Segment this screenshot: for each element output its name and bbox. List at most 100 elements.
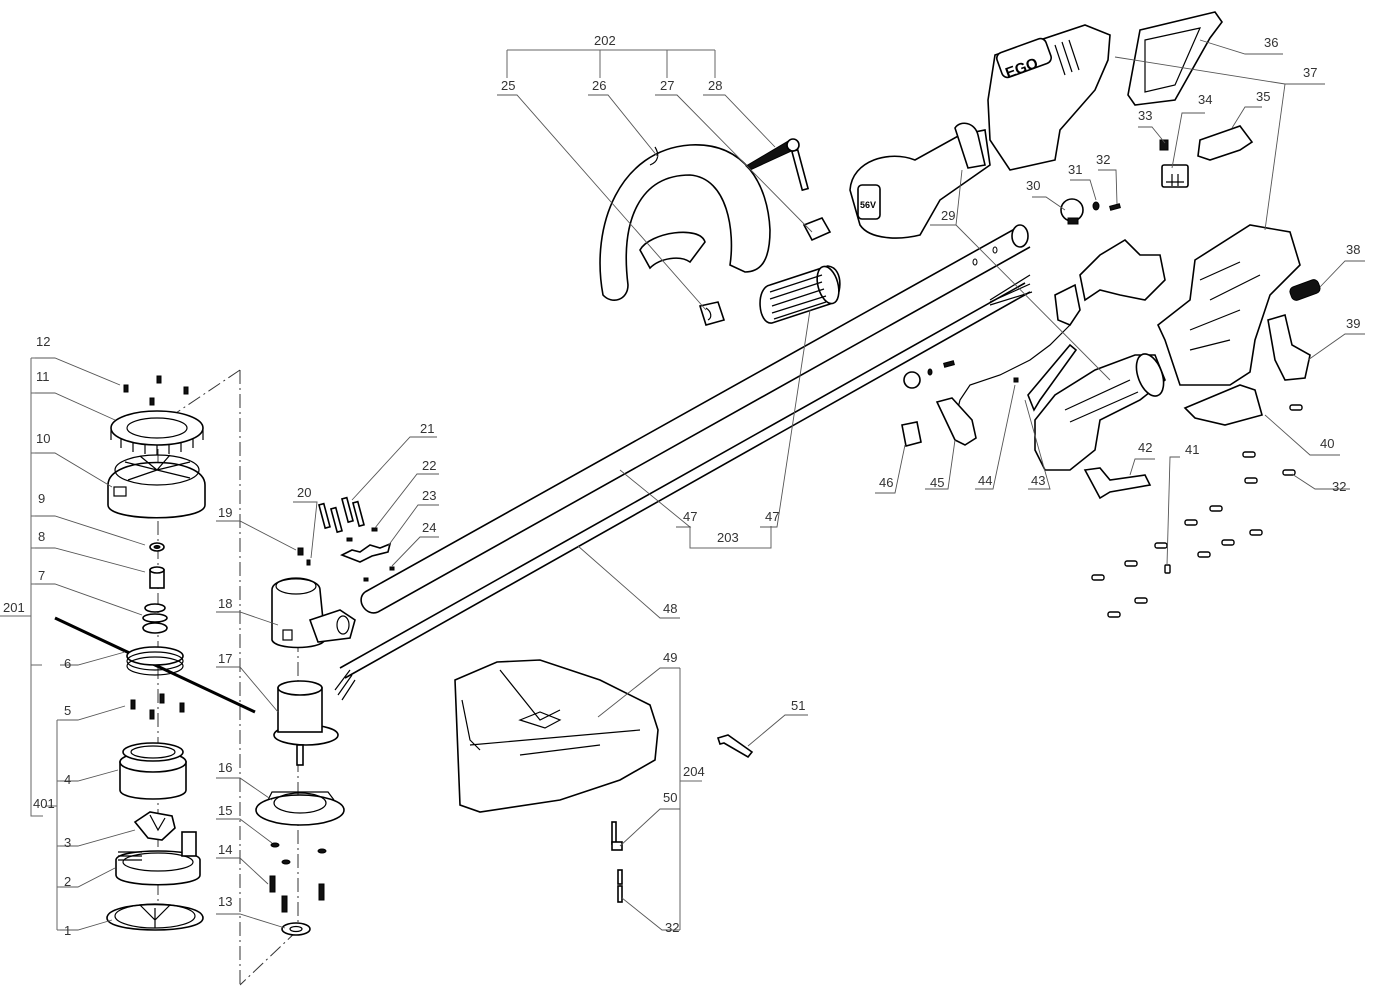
leader-lines xyxy=(0,39,1365,931)
callout-32-bottom: 32 xyxy=(665,920,679,935)
part-12-screws xyxy=(123,375,189,406)
part-34-terminal xyxy=(1161,164,1189,188)
callout-36: 36 xyxy=(1264,35,1278,50)
callout-25: 25 xyxy=(501,78,515,93)
callout-4: 4 xyxy=(64,772,71,787)
callout-51: 50 xyxy=(663,790,677,805)
callout-7: 7 xyxy=(38,568,45,583)
callout-5: 5 xyxy=(64,703,71,718)
callout-11: 11 xyxy=(36,369,50,384)
part-43-switch-trigger xyxy=(1027,343,1078,412)
part-2-cover xyxy=(115,831,201,886)
part-27-block xyxy=(802,217,832,242)
callout-1: 1 xyxy=(64,923,71,938)
callout-46: 46 xyxy=(879,475,893,490)
part-51-clip xyxy=(611,821,623,851)
switch-assembly xyxy=(954,238,1166,421)
assembly-201: 201 xyxy=(3,600,25,615)
callout-41: 41 xyxy=(1185,442,1199,457)
callout-27: 27 xyxy=(660,78,674,93)
callout-28: 28 xyxy=(708,78,722,93)
part-17-motor xyxy=(273,669,356,766)
part-20-pin xyxy=(306,559,311,566)
callout-50: 49 xyxy=(663,650,677,665)
part-30-clamp xyxy=(1060,198,1084,225)
part-25-clip xyxy=(698,301,726,326)
part-4-spool xyxy=(119,742,187,800)
callout-29: 29 xyxy=(941,208,955,223)
part-18-gear-housing xyxy=(271,577,356,649)
callout-47: 47 xyxy=(765,509,779,524)
battery-housing-top: EGO xyxy=(987,24,1111,171)
part-48-upper-shaft xyxy=(360,224,1031,614)
callout-24: 24 xyxy=(422,520,436,535)
callout-3: 3 xyxy=(64,835,71,850)
part-8-bushing xyxy=(149,566,165,589)
callout-14: 14 xyxy=(218,842,232,857)
callout-37: 37 xyxy=(1303,65,1317,80)
handle-badge-text: 56V xyxy=(860,200,876,210)
callout-38: 38 xyxy=(1346,242,1360,257)
callout-6: 6 xyxy=(64,656,71,671)
callout-8: 8 xyxy=(38,529,45,544)
part-28-knob-bolt xyxy=(745,138,810,192)
callout-9: 9 xyxy=(38,491,45,506)
part-39-trigger xyxy=(1267,313,1311,381)
assembly-204: 204 xyxy=(683,764,705,779)
part-49-lower-shaft-wire xyxy=(339,274,1033,679)
assembly-401: 401 xyxy=(33,796,55,811)
part-52-hex-key xyxy=(716,734,754,759)
callout-35: 35 xyxy=(1256,89,1270,104)
part-11-cover-ring xyxy=(110,410,204,455)
part-45-connector xyxy=(935,397,977,446)
assembly-203: 203 xyxy=(717,530,739,545)
part-3-eyelet-insert xyxy=(133,811,176,841)
callout-48: 47 xyxy=(683,509,697,524)
callout-33: 33 xyxy=(1138,108,1152,123)
part-44-pin xyxy=(1013,377,1019,383)
part-26-bail-handle xyxy=(599,144,771,301)
part-32-screw-a xyxy=(1109,203,1121,211)
callout-26: 26 xyxy=(592,78,606,93)
callout-42: 42 xyxy=(1138,440,1152,455)
callout-13: 13 xyxy=(218,894,232,909)
callout-31: 31 xyxy=(1068,162,1082,177)
small-clamp-left xyxy=(903,360,955,389)
part-35-cover xyxy=(1197,125,1254,161)
part-5-screws xyxy=(130,693,185,720)
part-47-foam-grip xyxy=(759,265,841,324)
part-7-spring xyxy=(142,603,168,634)
part-50-guard xyxy=(454,659,659,813)
part-14-screws xyxy=(269,875,325,913)
part-15-washers xyxy=(270,842,327,865)
callout-30: 30 xyxy=(1026,178,1040,193)
callout-32-right: 32 xyxy=(1332,479,1346,494)
callout-49: 48 xyxy=(663,601,677,616)
callout-15: 15 xyxy=(218,803,232,818)
part-33-spring xyxy=(1159,139,1169,151)
part-16-motor-plate xyxy=(255,791,345,826)
part-19-screw xyxy=(297,547,304,556)
part-41-screws xyxy=(1091,404,1303,618)
part-21-screws xyxy=(317,496,365,534)
callout-34: 34 xyxy=(1198,92,1212,107)
callout-32-top: 32 xyxy=(1096,152,1110,167)
part-6-line-spool xyxy=(54,616,256,714)
callout-45: 45 xyxy=(930,475,944,490)
callout-16: 16 xyxy=(218,760,232,775)
callout-22: 22 xyxy=(422,458,436,473)
callout-44: 44 xyxy=(978,473,992,488)
callout-40: 40 xyxy=(1320,436,1334,451)
callout-18: 18 xyxy=(218,596,232,611)
callout-43: 43 xyxy=(1031,473,1045,488)
part-9-washer xyxy=(149,542,165,552)
callout-19: 19 xyxy=(218,505,232,520)
part-24-nut xyxy=(363,566,395,582)
callout-12: 12 xyxy=(36,334,50,349)
callout-23: 23 xyxy=(422,488,436,503)
part-42-lever xyxy=(1083,467,1152,500)
callout-21: 21 xyxy=(420,421,434,436)
assembly-202: 202 xyxy=(594,33,616,48)
callout-2: 2 xyxy=(64,874,71,889)
